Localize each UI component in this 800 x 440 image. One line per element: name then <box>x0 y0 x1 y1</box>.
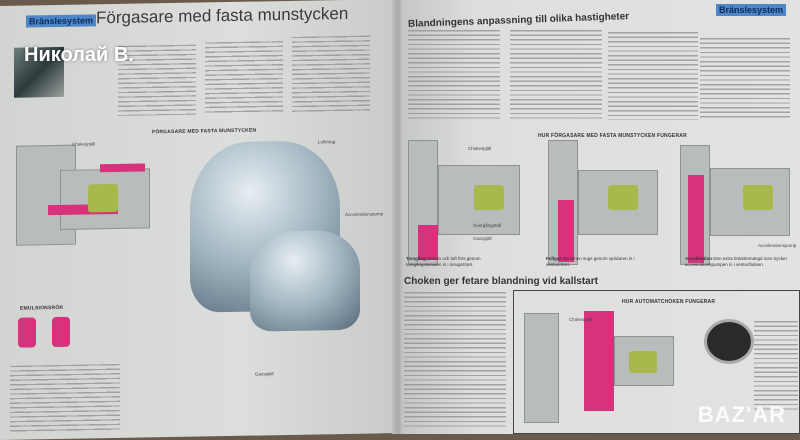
float <box>743 185 773 210</box>
label: Gasspjäll <box>473 236 492 241</box>
caption-text: Bensinen sugs genom spridaren in i ventu… <box>546 256 635 267</box>
diagram-caption: HUR FÖRGASARE MED FASTA MUNSTYCKEN FUNGE… <box>538 133 687 139</box>
text-column <box>700 38 790 120</box>
label: Chokespjäll <box>569 317 593 322</box>
fuel-flow <box>558 200 574 262</box>
page-title: Förgasare med fasta munstycken <box>96 3 349 28</box>
fuel-channel <box>100 163 145 173</box>
caption-acceleration: Acceleration Den extra bränslemängd som … <box>685 256 795 268</box>
caption-fullgas: Fullgas Bensinen sugs genom spridaren in… <box>546 256 656 268</box>
section-tag: Bränslesystem <box>716 4 787 16</box>
label: Chokespjäll <box>468 146 492 151</box>
text-column <box>10 363 120 434</box>
caption-tomgang: Tomgång Bensin och luft förs genom tomgå… <box>406 256 516 268</box>
caption-text: Den extra bränslemängd som trycker accel… <box>685 256 788 267</box>
text-column <box>408 30 500 120</box>
label: Accelerationspump <box>345 211 384 217</box>
label: Luftintag <box>318 139 336 145</box>
diagram-caption: FÖRGASARE MED FASTA MUNSTYCKEN <box>152 127 257 136</box>
caption-title: Fullgas <box>546 256 562 261</box>
fuel-flow <box>688 175 704 263</box>
text-column <box>292 35 370 113</box>
carburetor-base <box>250 229 360 332</box>
emulsion-tube <box>52 316 70 348</box>
watermark: Николай В. <box>24 44 134 66</box>
book-fold <box>392 0 404 434</box>
right-page: Bränslesystem Blandningens anpassning ti… <box>398 0 800 434</box>
float <box>88 183 118 213</box>
section-tag: Bränslesystem <box>26 14 97 28</box>
caption-title: Acceleration <box>685 256 713 261</box>
fuel-flow <box>584 311 614 411</box>
site-logo: BAZ'AR <box>697 402 786 427</box>
choke-diagram <box>524 313 559 423</box>
text-column <box>404 292 506 430</box>
emulsion-tube <box>18 317 36 348</box>
choke-chamber <box>614 336 674 386</box>
heading: Choken ger fetare blandning vid kallstar… <box>404 276 598 287</box>
caption-text: Bensin och luft förs genom tomgångskanal… <box>406 256 481 267</box>
emulsion-caption: EMULSIONSRÖR <box>20 304 64 312</box>
text-column <box>205 41 283 115</box>
label: Gasspjäll <box>255 371 274 377</box>
float <box>608 185 638 210</box>
fuel-flow <box>418 225 438 260</box>
auto-choke-caption: HUR AUTOMATCHOKEN FUNGERAR <box>622 299 716 305</box>
label: Övergångshål <box>473 223 502 228</box>
heading: Blandningens anpassning till olika hasti… <box>407 11 630 30</box>
label: Accelerationspump <box>758 243 797 248</box>
text-column <box>608 32 698 120</box>
caption-title: Tomgång <box>406 256 426 261</box>
float <box>474 185 504 210</box>
text-column <box>754 321 798 411</box>
float <box>629 351 657 373</box>
text-column <box>510 30 602 120</box>
label: Chokespjäll <box>72 141 96 147</box>
bimetal-spring <box>704 319 754 364</box>
